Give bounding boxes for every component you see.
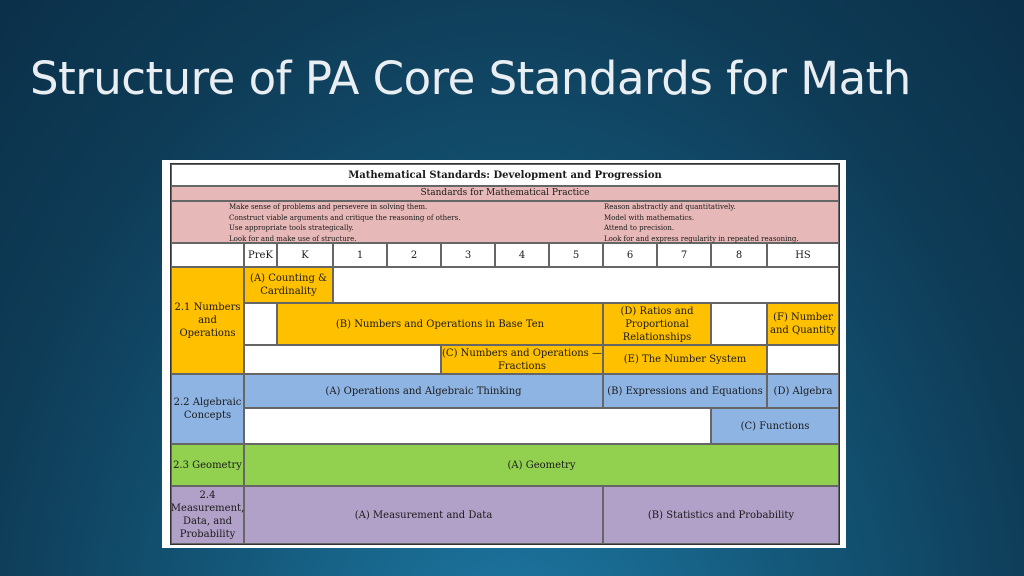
practice-item: Reason abstractly and quantitatively. (604, 203, 736, 211)
grade-header-hs: HS (767, 243, 839, 267)
cell-fractions: (C) Numbers and Operations — Fractions (441, 345, 603, 374)
cell-base-ten: (B) Numbers and Operations in Base Ten (277, 303, 603, 345)
practice-item: Use appropriate tools strategically. (229, 224, 354, 232)
domain-label-measurement: 2.4 Measurement, Data, and Probability (171, 486, 244, 544)
table-title: Mathematical Standards: Development and … (171, 164, 839, 186)
practice-list-right: Reason abstractly and quantitatively. Mo… (604, 202, 834, 244)
grade-header-3: 3 (441, 243, 495, 267)
cell-number-system: (E) The Number System (603, 345, 767, 374)
cell-blank (244, 345, 441, 374)
cell-statistics-probability: (B) Statistics and Probability (603, 486, 839, 544)
practice-list-left: Make sense of problems and persevere in … (229, 202, 589, 244)
practice-item: Attend to precision. (604, 224, 675, 232)
standards-table: Mathematical Standards: Development and … (170, 163, 840, 545)
cell-operations-algebraic: (A) Operations and Algebraic Thinking (244, 374, 603, 408)
grade-header-5: 5 (549, 243, 603, 267)
practice-header: Standards for Mathematical Practice (171, 186, 839, 201)
grade-header-prek: PreK (244, 243, 277, 267)
grade-header-7: 7 (657, 243, 711, 267)
cell-geometry: (A) Geometry (244, 444, 839, 486)
grade-header-2: 2 (387, 243, 441, 267)
cell-number-quantity: (F) Number and Quantity (767, 303, 839, 345)
cell-algebra: (D) Algebra (767, 374, 839, 408)
cell-blank (711, 303, 767, 345)
grade-header-4: 4 (495, 243, 549, 267)
grade-header-k: K (277, 243, 333, 267)
domain-label-numbers: 2.1 Numbers and Operations (171, 267, 244, 374)
practice-list-box (171, 201, 839, 243)
domain-label-algebra: 2.2 Algebraic Concepts (171, 374, 244, 444)
practice-item: Look for and express regularity in repea… (604, 234, 799, 243)
domain-label-geometry: 2.3 Geometry (171, 444, 244, 486)
cell-counting-cardinality: (A) Counting & Cardinality (244, 267, 333, 303)
grade-header-1: 1 (333, 243, 387, 267)
cell-blank (767, 345, 839, 374)
cell-functions: (C) Functions (711, 408, 839, 444)
practice-item: Make sense of problems and persevere in … (229, 203, 428, 211)
practice-item: Construct viable arguments and critique … (229, 213, 461, 222)
slide-title: Structure of PA Core Standards for Math (30, 52, 911, 105)
practice-item: Model with mathematics. (604, 213, 695, 222)
cell-blank (244, 303, 277, 345)
cell-blank (244, 408, 711, 444)
cell-ratios: (D) Ratios and Proportional Relationship… (603, 303, 711, 345)
grade-header-8: 8 (711, 243, 767, 267)
standards-table-image: Mathematical Standards: Development and … (162, 160, 846, 548)
practice-item: Look for and make use of structure. (229, 234, 357, 243)
cell-measurement-data: (A) Measurement and Data (244, 486, 603, 544)
cell-expressions-equations: (B) Expressions and Equations (603, 374, 767, 408)
grade-header-6: 6 (603, 243, 657, 267)
grade-header-blank (171, 243, 244, 267)
cell-blank (333, 267, 839, 303)
